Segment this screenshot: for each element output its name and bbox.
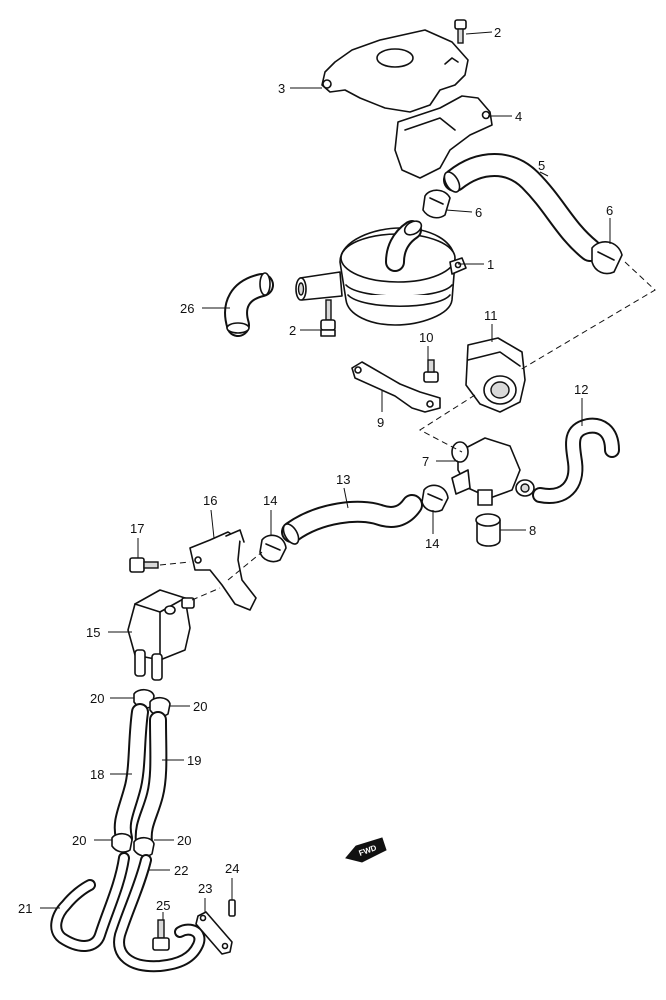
part-21-pipe <box>50 852 130 952</box>
callout-23: 23 <box>198 881 212 896</box>
part-1-valve-body <box>295 220 467 326</box>
callout-20-upper-left: 20 <box>90 691 104 706</box>
callout-16: 16 <box>203 493 217 508</box>
part-12-hose <box>532 417 620 504</box>
callout-2-lower: 2 <box>289 323 296 338</box>
callout-12: 12 <box>574 382 588 397</box>
callout-1: 1 <box>487 257 494 272</box>
part-2-bolt-lower <box>320 299 336 337</box>
part-20-clamp-lower-a <box>111 832 133 853</box>
part-6-clamp-a <box>422 189 451 219</box>
callout-10: 10 <box>419 330 433 345</box>
callout-9: 9 <box>377 415 384 430</box>
part-14-clamp-b <box>421 484 449 513</box>
callout-8: 8 <box>529 523 536 538</box>
callout-6-a: 6 <box>475 205 482 220</box>
callout-11: 11 <box>484 308 498 323</box>
callout-19: 19 <box>187 753 201 768</box>
part-15-control-valve <box>127 589 195 681</box>
part-9-stay <box>351 361 441 413</box>
callout-17: 17 <box>130 521 144 536</box>
callout-13: 13 <box>336 472 350 487</box>
part-7-reed-valve <box>451 437 535 506</box>
part-20-clamp-lower-b <box>133 836 155 857</box>
callout-24: 24 <box>225 861 239 876</box>
callout-20-lower-left: 20 <box>72 833 86 848</box>
part-26-elbow-hose <box>224 272 274 337</box>
part-6-clamp-b <box>591 241 623 275</box>
callout-5: 5 <box>538 158 545 173</box>
part-8-cap <box>475 513 501 547</box>
part-13-hose <box>281 494 423 545</box>
callout-21: 21 <box>18 901 32 916</box>
part-17-bolt <box>129 557 159 573</box>
callout-26: 26 <box>180 301 194 316</box>
part-22-pipe <box>113 854 206 973</box>
callout-20-lower-right: 20 <box>177 833 191 848</box>
part-18-hose <box>113 703 149 847</box>
part-3-bracket-plate <box>321 29 469 113</box>
callout-14-a: 14 <box>263 493 277 508</box>
part-19-hose <box>134 711 168 851</box>
part-14-clamp-a <box>259 534 287 563</box>
part-23-plate <box>195 911 233 955</box>
callout-2-top: 2 <box>494 25 501 40</box>
callout-20-upper-right: 20 <box>193 699 207 714</box>
callout-4: 4 <box>515 109 522 124</box>
part-2-bolt-top <box>454 19 467 44</box>
part-16-bracket <box>189 529 257 611</box>
callout-labels: 2 3 4 5 6 6 1 26 2 10 11 12 9 7 13 14 14… <box>18 25 613 916</box>
callout-25: 25 <box>156 898 170 913</box>
callout-22: 22 <box>174 863 188 878</box>
callout-6-b: 6 <box>606 203 613 218</box>
callout-18: 18 <box>90 767 104 782</box>
callout-3: 3 <box>278 81 285 96</box>
part-25-bolt <box>152 919 170 951</box>
part-11-mount-bracket <box>465 337 526 413</box>
callout-14-b: 14 <box>425 536 439 551</box>
forward-arrow-icon: FWD <box>345 837 387 863</box>
part-5-hose <box>443 153 602 262</box>
leader-lines <box>40 31 611 920</box>
callout-7: 7 <box>422 454 429 469</box>
part-24-pin <box>228 899 236 917</box>
part-4-bracket <box>394 95 493 179</box>
callout-15: 15 <box>86 625 100 640</box>
part-10-bolt <box>423 359 439 383</box>
assembly-lines <box>159 261 656 601</box>
